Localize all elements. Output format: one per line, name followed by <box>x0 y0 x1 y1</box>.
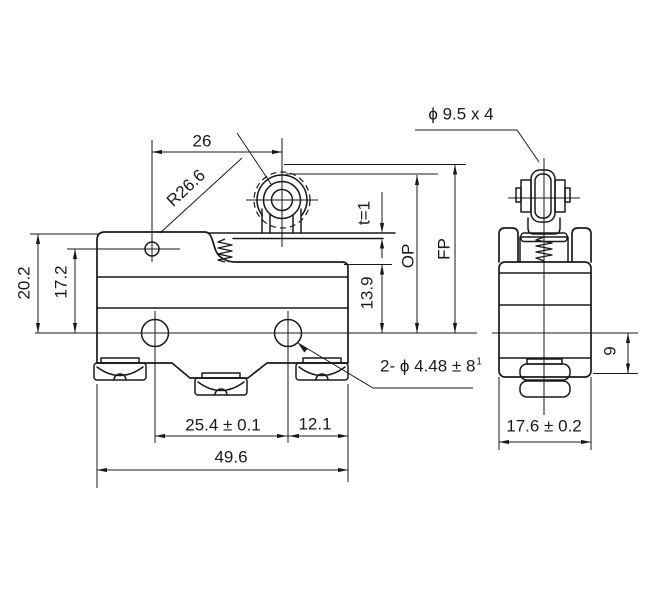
dim-17-6-label: 17.6 ± 0.2 <box>506 416 582 436</box>
hinge-hole-crosshair <box>67 140 180 262</box>
side-spring <box>535 236 553 262</box>
roller-assembly <box>246 138 318 247</box>
dim-13-9-label: 13.9 <box>357 276 377 310</box>
front-body-band-lines <box>96 276 349 309</box>
side-roller-inner <box>534 173 552 219</box>
leader-r26-6 <box>159 157 243 234</box>
front-body-outline <box>96 231 349 379</box>
dim-26-label: 26 <box>192 131 212 151</box>
front-spring <box>217 238 233 263</box>
roller-fork-arms <box>261 208 302 234</box>
roller-spec-label: ϕ 9.5 x 4 <box>428 104 494 124</box>
dim-20-2-label: 20.2 <box>14 266 34 300</box>
dimension-lines <box>37 151 629 471</box>
terminal-middle <box>194 372 248 396</box>
side-bottom-screw <box>519 358 571 398</box>
dim-25-4-label: 25.4 ± 0.1 <box>185 415 261 435</box>
extension-lines <box>30 233 638 488</box>
side-body <box>498 261 592 378</box>
mounting-hole-right <box>273 318 303 348</box>
mounting-hole-spec-superscript: 1 <box>476 356 482 368</box>
leader-roller-spec <box>415 129 540 163</box>
dim-17-2-label: 17.2 <box>51 265 71 299</box>
hinge-hole <box>144 241 160 257</box>
side-fork-plates <box>515 179 571 213</box>
reference-lines <box>284 164 466 175</box>
arrowheads <box>35 149 631 473</box>
mounting-hole-spec-label: 2- ϕ 4.48 ± 81 <box>380 356 482 376</box>
side-posts <box>498 227 592 263</box>
side-body-band-lines <box>498 272 592 359</box>
dim-op-label: OP <box>398 243 418 269</box>
side-view <box>498 169 592 398</box>
leader-lines <box>159 129 540 389</box>
roller-crosshair <box>246 138 318 247</box>
ext-17-6 <box>498 377 592 450</box>
dim-fp-label: FP <box>434 238 454 260</box>
dim-9-label: 9 <box>600 346 620 356</box>
terminal-left <box>93 357 147 381</box>
front-view <box>93 138 396 396</box>
dim-t1-label: t=1 <box>354 200 374 226</box>
terminal-right <box>295 357 349 381</box>
side-view-centerlines <box>508 158 580 415</box>
mounting-hole-left <box>140 318 170 348</box>
centerlines <box>35 140 638 443</box>
dim-49-6-label: 49.6 <box>214 447 248 467</box>
mounting-hole-extension-lines <box>154 311 289 443</box>
ext-width-49-6 <box>96 384 349 488</box>
lever-plate <box>207 232 396 240</box>
side-clevis <box>527 217 561 235</box>
dim-12-1-label: 12.1 <box>298 414 332 434</box>
